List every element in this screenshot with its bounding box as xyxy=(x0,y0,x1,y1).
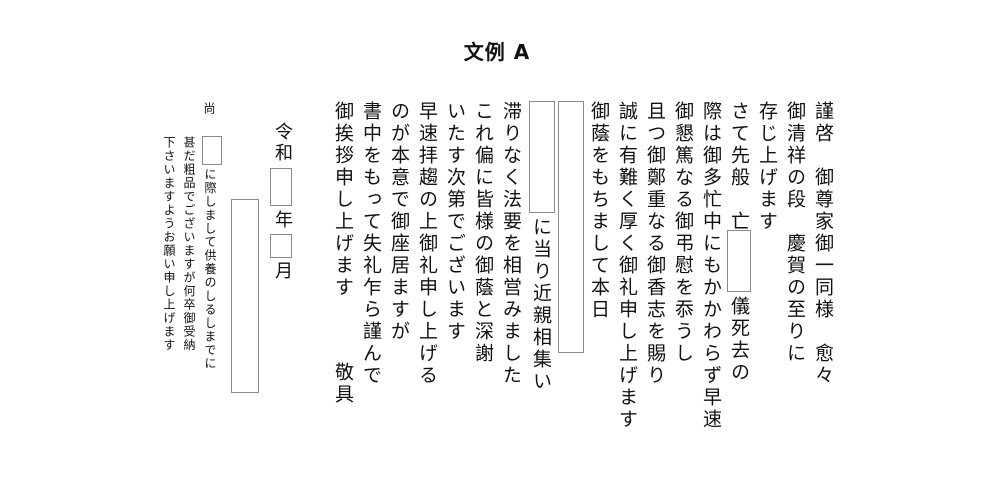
postscript-head: 尚 xyxy=(202,102,216,116)
date-year-blank xyxy=(270,168,292,206)
letter-line-14: 早速拝趨の上御礼申し上げる xyxy=(416,101,438,387)
memorial-type-blank xyxy=(558,101,584,353)
letter-line-16: 書中をもって失礼乍ら謹んで xyxy=(360,101,382,387)
date-era: 令和 xyxy=(272,122,293,164)
letter-line-1: 謹啓 御尊家御一同様 愈々 xyxy=(812,101,834,387)
letter-line-17: 御挨拶申し上げます xyxy=(332,101,354,299)
deceased-name-blank xyxy=(727,230,751,292)
page-title: 文例 A xyxy=(463,40,531,64)
letter-line-9: 御蔭をもちまして本日 xyxy=(588,101,610,321)
letter-line-2: 御清祥の段 慶賀の至りに xyxy=(784,101,806,365)
closing-keigu: 敬具 xyxy=(332,362,354,406)
letter-line-10: に当り近親相集い xyxy=(530,217,552,393)
letter-line-15: のが本意で御座居ますが xyxy=(388,101,410,343)
letter-line-7: 且つ御鄭重なる御香志を賜り xyxy=(644,101,666,387)
date-year-label: 年 xyxy=(272,210,293,231)
postscript-line-2: 甚だ粗品でございますが何卒御受納 xyxy=(182,136,196,352)
date-month-label: 月 xyxy=(272,261,293,282)
letter-line-8: 誠に有難く厚く御礼申し上げます xyxy=(616,101,638,431)
letter-line-4b: 儀死去の xyxy=(728,296,750,384)
postscript-line-3: 下さいますようお願い申し上げます xyxy=(162,136,176,352)
letter-line-13: いたす次第でございます xyxy=(444,101,466,343)
letter-line-12: これ偏に皆様の御蔭と深謝 xyxy=(472,101,494,365)
letter-line-4a: さて先般 亡 xyxy=(728,101,750,233)
letter-line-11: 滞りなく法要を相営みました xyxy=(500,101,522,387)
postscript-line-1: に際しまして供養のしるしまでに xyxy=(203,168,217,371)
letter-line-5: 際は御多忙中にもかかわらず早速 xyxy=(700,101,722,431)
letter-line-3: 存じ上げます xyxy=(756,101,778,233)
date-month-blank xyxy=(270,234,292,258)
letter-line-6: 御懇篤なる御弔慰を忝うし xyxy=(672,101,694,365)
sender-name-blank xyxy=(231,199,259,393)
postscript-occasion-blank xyxy=(202,136,222,165)
occasion-blank xyxy=(529,101,555,213)
